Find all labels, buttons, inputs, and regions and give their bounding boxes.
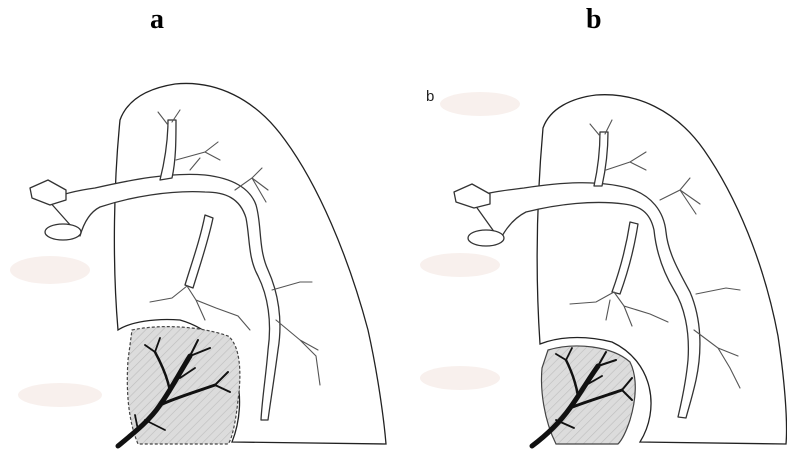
- panel-a-inner-branch: [185, 215, 213, 288]
- panel-a-stump: [30, 180, 66, 205]
- panel-b-diagram: [454, 95, 787, 446]
- panel-b-sequestration: [542, 346, 636, 444]
- panel-a-upper-branch: [160, 120, 176, 180]
- panel-b-inner-branch: [612, 222, 638, 294]
- panel-b-stump: [454, 184, 490, 208]
- panel-b-upper-branch: [594, 132, 608, 186]
- panel-b-trunk-cut: [468, 230, 504, 246]
- panel-a-trunk-cut: [45, 224, 81, 240]
